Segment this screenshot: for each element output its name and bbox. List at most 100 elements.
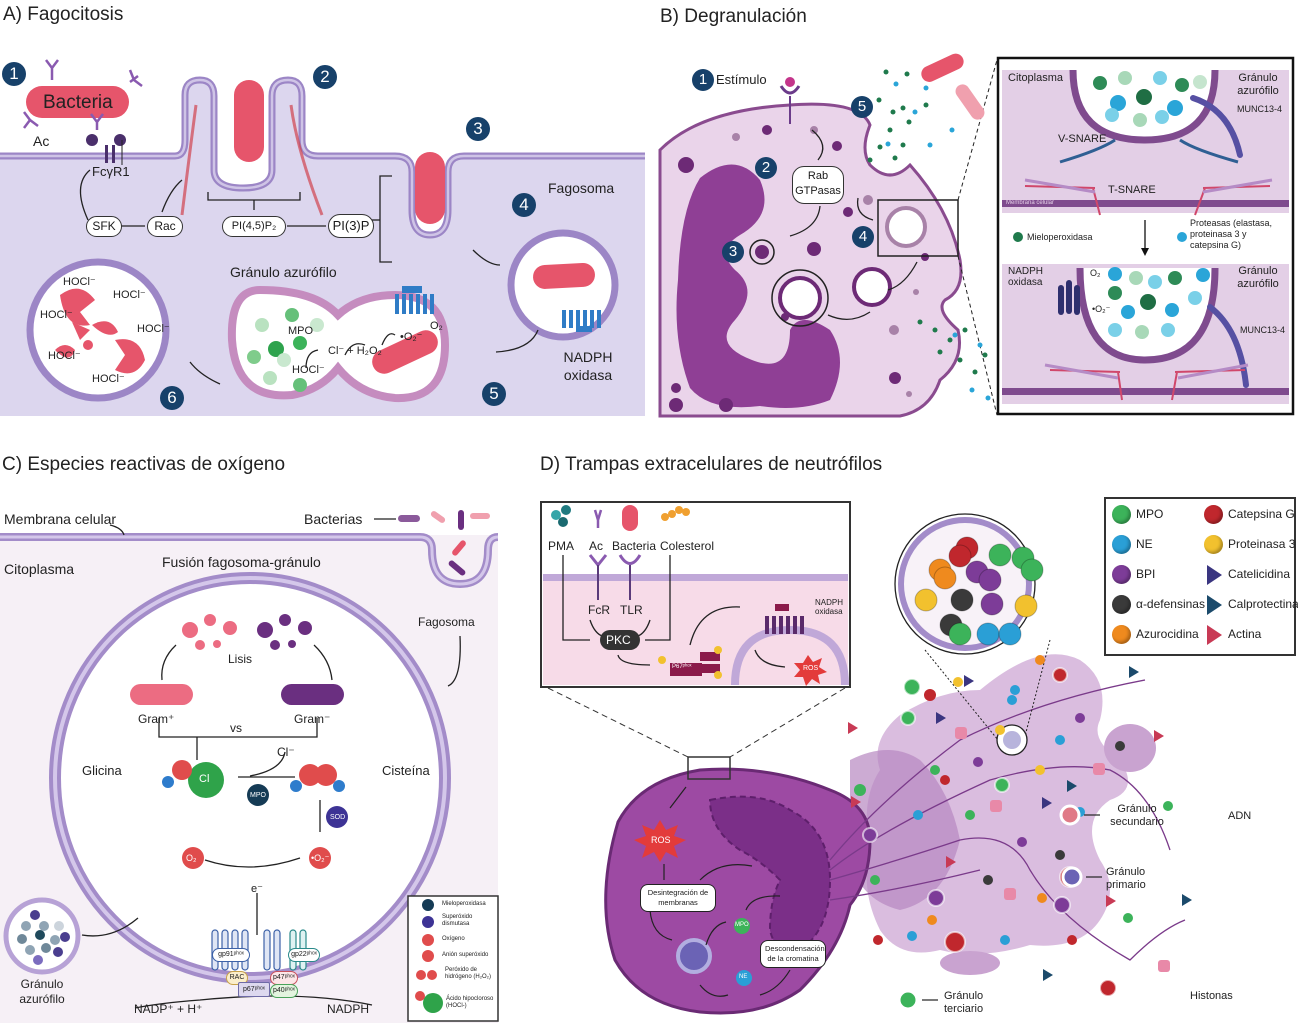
p67-node-shape <box>670 663 702 676</box>
legend-marker--defensinas <box>1112 595 1131 614</box>
munc13-4-bottom <box>1207 304 1249 388</box>
hocl-label-6: HOCl⁻ <box>92 373 125 385</box>
pip2-node: PI(4,5)P₂ <box>222 216 286 237</box>
tlr-receptor <box>618 554 642 565</box>
cytoplasmic-granules-light <box>732 126 919 397</box>
rac-node: Rac <box>147 216 183 237</box>
magnified-granule-protein-mpo <box>988 543 1012 567</box>
net-protein--defensinas <box>1115 741 1125 751</box>
phagolysosome-bacteria <box>372 330 438 374</box>
gp91-subunit: gp91ᵖʰᵒˣ <box>212 948 250 962</box>
net-protein-ne <box>1055 735 1065 745</box>
net-protein-bpi <box>862 827 878 843</box>
dna-strands <box>829 679 1186 961</box>
b-step-badge-3: 3 <box>722 241 744 263</box>
net-protein-mpo <box>900 710 916 726</box>
c-legend-oxygen: Oxígeno <box>442 936 465 942</box>
c-legend-sod: Superóxido dismutasa <box>442 914 473 927</box>
legend-protease-label: Proteasas (elastasa, proteinasa 3 y cate… <box>1190 218 1273 250</box>
bacteria-label: Bacteria <box>43 92 113 113</box>
dna-label: ADN <box>1228 810 1252 822</box>
h2o2-molecule-o1 <box>299 764 321 786</box>
legend-h2o2-icon <box>416 970 426 980</box>
signaling-arrows <box>562 555 786 668</box>
step-badge-2: 2 <box>313 65 337 89</box>
net-protein-proteinasa-3 <box>995 725 1005 735</box>
bacteria-c-6 <box>448 560 466 576</box>
granule-type-marker <box>1061 866 1083 888</box>
legend-hocl-o <box>415 991 425 1001</box>
oxygen-molecule <box>182 847 204 869</box>
cell-membrane-inner <box>0 78 645 237</box>
c-membrane-label: Membrana celular <box>4 511 117 527</box>
c-cell-membrane-inner <box>0 535 499 586</box>
d-nadph-label: NADPH oxidasa <box>815 598 844 616</box>
mpo-granules <box>247 308 324 392</box>
net-protein-actina <box>946 856 956 868</box>
panel-c-title: C) Especies reactivas de oxígeno <box>2 454 286 475</box>
h2o2-molecule-h2 <box>333 780 345 792</box>
pkc-node-shape <box>600 630 640 650</box>
bacteria-c-3 <box>458 510 464 530</box>
step-badge-1: 1 <box>2 62 26 86</box>
v-snare-label: V-SNARE <box>1058 133 1107 145</box>
net-protein-mpo <box>1123 913 1133 923</box>
net-protein-azurocidina <box>1037 893 1047 903</box>
granule-docking <box>885 206 927 248</box>
primary-granule-label: Gránulo primario <box>1106 866 1146 891</box>
gp22-subunit: gp22ᵖʰᵒˣ <box>288 948 320 962</box>
munc13-4-top <box>1190 95 1243 158</box>
ne-in-cell-label: NE <box>739 974 748 980</box>
b-arrows <box>789 129 918 320</box>
net-protein-actina <box>851 796 861 808</box>
hocl-molecule-cl <box>188 762 224 798</box>
histones <box>955 727 1170 972</box>
c-bacteria-label: Bacterias <box>304 511 363 527</box>
superoxide-label: •O₂⁻ <box>400 331 423 343</box>
bacteria-c-2 <box>430 511 446 523</box>
legend-protease-dot <box>1177 232 1187 242</box>
legend-label: Actina <box>1228 627 1262 641</box>
stimulus-bacteria: Bacteria <box>612 539 657 553</box>
superoxide-molecule-label: •O₂⁻ <box>311 853 330 863</box>
panel-a-illustration <box>0 59 645 416</box>
legend-label: BPI <box>1136 567 1156 581</box>
legend-marker-azurocidina <box>1112 625 1131 644</box>
magnified-granule-protein-mpo <box>1020 558 1044 582</box>
net-protein-catepsina-g <box>1099 979 1117 997</box>
signaling-membrane <box>543 574 848 581</box>
stimulus-cholesterol: Colesterol <box>660 539 715 553</box>
legend-marker-mpo <box>1112 505 1131 524</box>
vs-label: vs <box>230 721 242 735</box>
net-protein-mpo <box>1163 801 1173 811</box>
tlr-label: TLR <box>620 603 643 617</box>
granule-zoom <box>771 269 829 327</box>
legend-marker-bpi <box>1112 565 1131 584</box>
bacteria-c-5 <box>452 540 466 556</box>
antibody-icon <box>593 509 603 528</box>
pma-icon <box>551 510 561 520</box>
glycine-label: Glicina <box>82 763 122 778</box>
net-protein-ne <box>913 810 923 820</box>
panel-a-title: A) Fagocitosis <box>3 4 124 25</box>
net-protein-mpo <box>870 875 880 885</box>
legend-marker-catelicidina <box>1207 565 1222 585</box>
actin-right <box>289 104 324 216</box>
c-cytoplasm-label: Citoplasma <box>4 561 75 577</box>
cysteine-label: Cisteína <box>382 763 430 778</box>
net-protein-catepsina-g <box>873 935 883 945</box>
phagosome-bacteria <box>533 262 595 289</box>
net-protein-catepsina-g <box>1052 667 1068 683</box>
c-legend-hocl: Ácido hipocloroso (HOCl-) <box>446 996 494 1009</box>
histones-label: Histonas <box>1190 990 1233 1002</box>
c-legend-mpo: Mieloperoxidasa <box>442 901 486 907</box>
lysis-label: Lisis <box>228 652 253 666</box>
sod-enzyme <box>326 806 348 828</box>
net-protein-calprotectina <box>1182 894 1192 906</box>
extracellular-bacteria-1 <box>921 53 964 82</box>
actin-left <box>180 104 198 216</box>
hocl-molecule-o <box>172 760 192 780</box>
sod-enzyme-label: SOD <box>330 814 346 821</box>
c-arrows <box>81 518 461 1009</box>
